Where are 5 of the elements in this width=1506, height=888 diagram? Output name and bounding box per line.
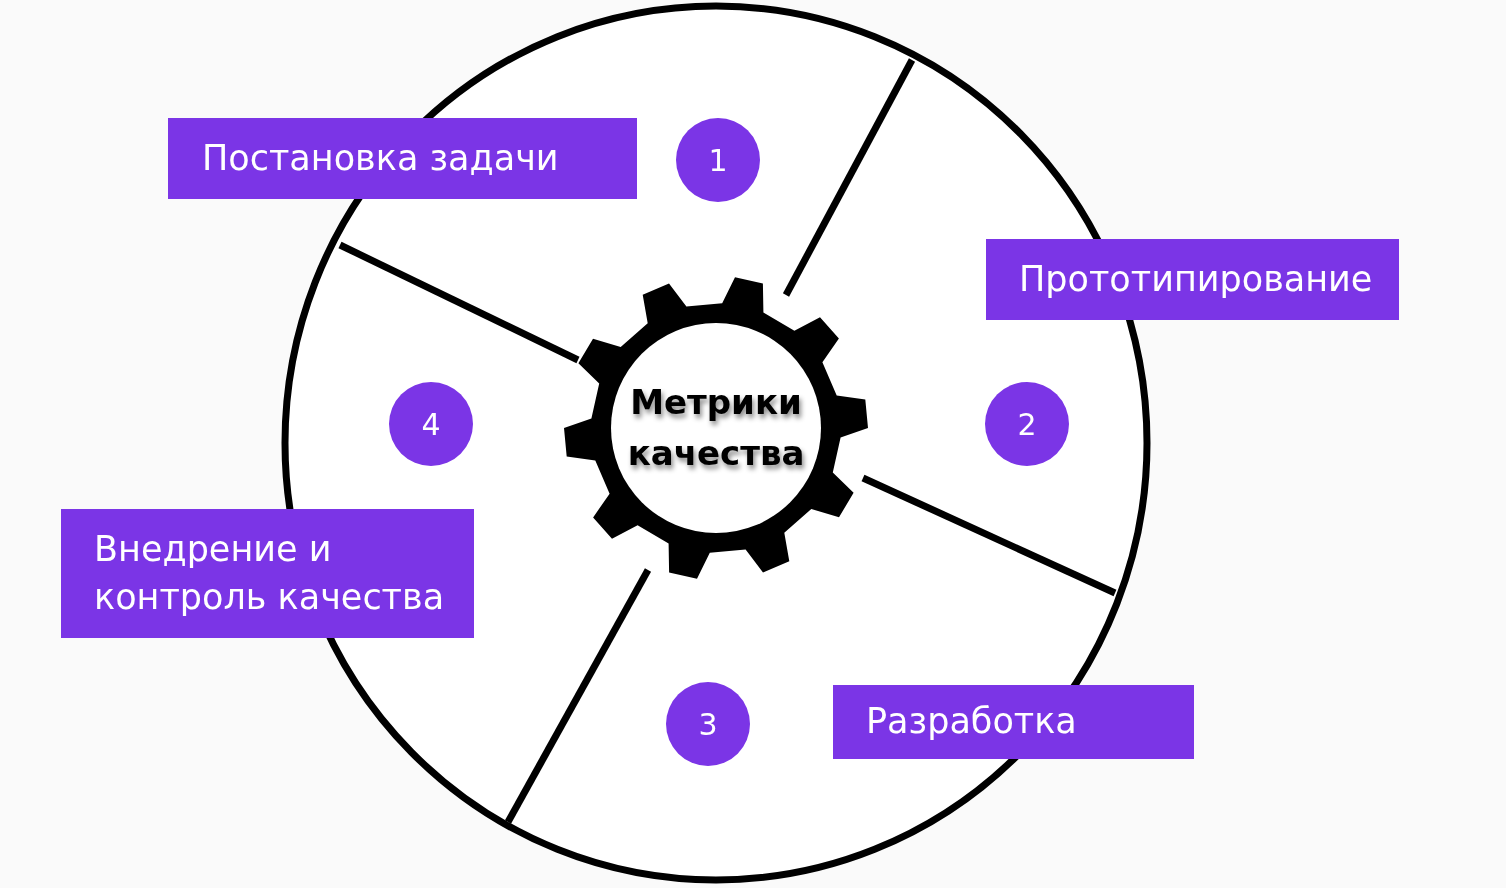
stage-label: Разработка [833, 685, 1194, 759]
hub-title: Метрики качества [611, 323, 821, 533]
stage-label: Внедрение и контроль качества [61, 509, 474, 638]
stage-label: Прототипирование [986, 239, 1399, 320]
stage-label: Постановка задачи [168, 118, 637, 199]
